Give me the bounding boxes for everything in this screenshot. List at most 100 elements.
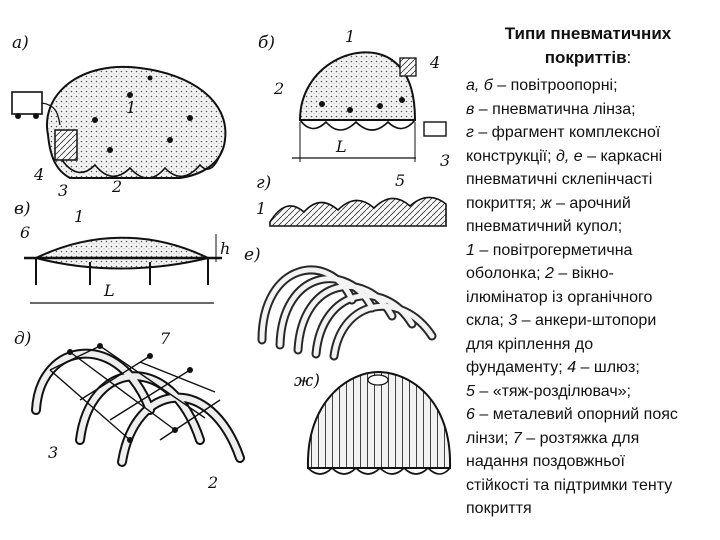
illustration-panel: а) 1 2 3 4 б) [11,27,452,492]
legend-key: 5 [466,382,475,400]
legend-line: оболонка; 2 – вікно- [466,262,720,286]
callout-b-4: 4 [429,53,440,72]
cushions-g [269,196,447,227]
figure-e-label: е) [244,245,261,265]
callout-g-5: 5 [395,171,405,190]
figure-g: г) 1 5 [256,171,447,227]
figure-d-label: д) [14,329,31,349]
legend-line: г – фрагмент комплексної [466,121,720,145]
description-panel: Типи пневматичних покриттів: а, б – пові… [466,22,720,532]
legend-line: стійкості та підтримки тенту [466,474,720,498]
legend-text-segment: фундаменту; [466,359,568,376]
legend-text-segment: – металевий опорний пояс [474,406,678,423]
legend-text: а, б – повітроопорні;в – пневматична лін… [466,74,720,521]
blower-b [423,121,447,137]
dimension-b-L: L [335,137,347,156]
title-line-2: покриттів: [544,48,632,67]
legend-text-segment: конструкції; [466,147,557,165]
legend-text-segment: – каркасні [582,147,663,165]
windows-a [92,75,193,153]
legend-text-segment: – фрагмент комплексної [473,124,661,141]
legend-text-segment: – вікно- [553,265,614,282]
legend-key: а, б [466,77,493,94]
legend-key: 7 [512,429,522,447]
airlock-b [399,57,417,77]
legend-text-segment: – «тяж-розділювач»; [474,382,631,400]
legend-line: пневматичні склепінчасті [466,168,720,192]
legend-line: конструкції; д, е – каркасні [466,145,720,169]
figure-v: в) L h 1 6 [14,199,230,304]
callout-v-1: 1 [74,207,84,226]
airlock-a [54,129,78,161]
legend-line: 5 – «тяж-розділювач»; [466,380,720,404]
legend-line: покриття [466,497,720,521]
dome-zh [306,370,452,469]
legend-text-segment: – шлюз; [576,359,640,376]
legend-key: 6 [466,406,475,423]
legend-text-segment: – арочний [551,194,631,212]
legend-line: а, б – повітроопорні; [466,74,720,98]
legend-key: 4 [567,359,577,376]
legend-line: надання поздовжньої [466,450,720,474]
dimension-v-h: h [220,239,230,258]
legend-text-segment: ілюмінатор із органічного [466,288,653,306]
callout-d-2: 2 [207,473,218,492]
callout-b-2: 2 [273,79,284,98]
legend-key: ж [540,194,552,212]
figure-b: б) L 1 2 3 4 [258,27,450,170]
legend-text-segment: – повітроопорні; [492,77,618,94]
legend-line: фундаменту; 4 – шлюз; [466,356,720,380]
callout-a-1: 1 [126,98,136,117]
figure-d: д) 7 3 2 [14,329,245,492]
legend-text-segment: скла; [466,312,509,329]
shell-a [45,65,227,179]
legend-key: г [466,124,474,141]
lens-v [33,236,211,270]
legend-text-segment: стійкості та підтримки тенту [466,476,673,494]
legend-text-segment: надання поздовжньої [466,453,625,470]
callout-d-7: 7 [160,329,171,348]
figure-a-label: а) [12,33,29,53]
blower-a [11,91,43,115]
title-line-1: Типи пневматичних [504,24,672,43]
legend-text-segment: – повітрогерметична [474,241,633,259]
legend-line: 6 – металевий опорний пояс [466,403,720,427]
callout-a-4: 4 [33,165,44,184]
legend-line: скла; 3 – анкери-штопори [466,309,720,333]
figure-b-label: б) [258,33,275,53]
legend-key: в [466,100,475,118]
dimension-v-L: L [103,281,115,300]
callout-a-2: 2 [111,177,122,196]
legend-text-segment: – розтяжка для [521,429,640,447]
legend-line: для кріплення до [466,333,720,357]
legend-key: 3 [508,312,518,329]
legend-key: д, е [556,147,583,165]
legend-line: лінзи; 7 – розтяжка для [466,427,720,451]
figure-g-label: г) [256,173,271,193]
legend-line: 1 – повітрогерметична [466,239,720,263]
legend-text-segment: покриття [466,500,532,517]
pneumatic-structures-drawing: а) 1 2 3 4 б) [11,27,452,492]
figure-zh: ж) [294,370,452,475]
legend-text-segment: лінзи; [466,429,513,447]
page-title: Типи пневматичних покриттів: [466,22,720,70]
legend-line: покриття; ж – арочний [466,192,720,216]
legend-text-segment: пневматичний купол; [466,218,623,235]
callout-a-3: 3 [58,181,68,200]
figure-e: е) [244,245,437,361]
callout-b-3: 3 [440,151,450,170]
legend-text-segment: для кріплення до [466,335,594,353]
legend-text-segment: пневматичні склепінчасті [466,171,653,188]
legend-line: пневматичний купол; [466,215,720,239]
legend-text-segment: – анкери-штопори [517,312,657,329]
base-scallops-a [61,149,223,179]
legend-text-segment: – пневматична лінза; [474,100,636,118]
figure-a: а) 1 2 3 4 [11,33,227,200]
legend-key: 2 [545,265,554,282]
shell-b [298,51,417,121]
legend-text-segment: оболонка; [466,265,545,282]
callout-b-1: 1 [345,27,355,46]
figure-v-label: в) [14,199,31,219]
legend-line: в – пневматична лінза; [466,98,720,122]
legend-line: ілюмінатор із органічного [466,286,720,310]
